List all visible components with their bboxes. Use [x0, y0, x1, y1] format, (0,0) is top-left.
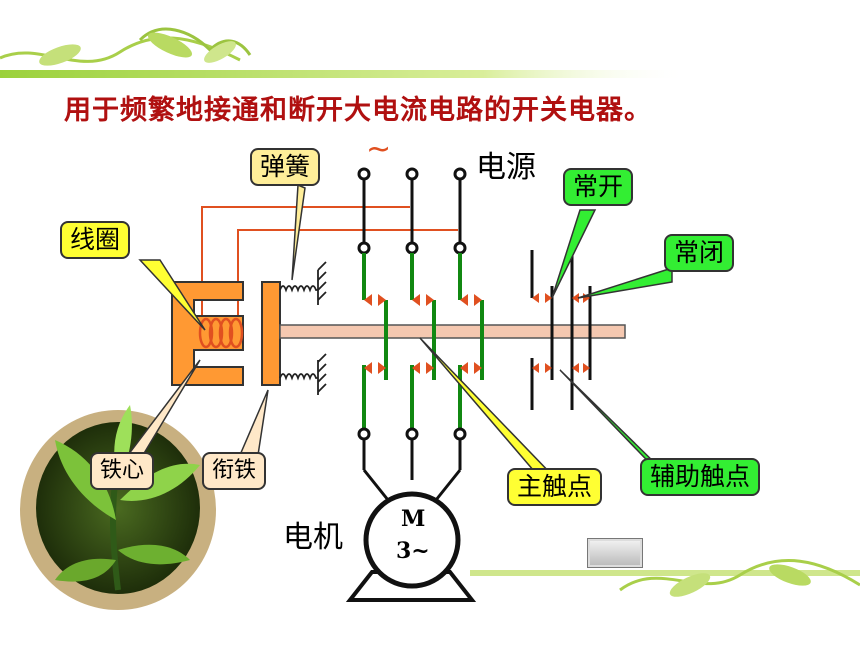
page-title: 用于频繁地接通和断开大电流电路的开关电器。: [64, 95, 652, 126]
coil: [198, 317, 244, 349]
nav-button[interactable]: [587, 538, 643, 568]
actuating-rod: [279, 324, 626, 339]
label-iron-core: 铁心: [90, 452, 155, 490]
label-auxiliary-contact: 辅助触点: [640, 458, 761, 496]
main-contacts: [357, 167, 484, 501]
label-normally-closed: 常闭: [664, 234, 735, 272]
motor: [345, 491, 477, 602]
label-main-contact: 主触点: [507, 468, 603, 506]
top-decoration: [0, 27, 690, 78]
motor-symbol-phase: 3~: [396, 538, 430, 564]
label-ac-symbol: ~: [366, 132, 392, 167]
springs: [279, 261, 327, 395]
label-armature: 衔铁: [202, 452, 267, 490]
label-motor: 电机: [283, 520, 343, 555]
auxiliary-contact-tips: [532, 293, 590, 373]
motor-symbol-m: M: [401, 506, 426, 532]
label-power-source: 电源: [476, 150, 536, 185]
armature: [261, 281, 281, 386]
bottom-decoration: [470, 559, 860, 597]
label-normally-open: 常开: [563, 168, 634, 206]
coil-wires: [201, 206, 458, 330]
label-coil: 线圈: [60, 221, 131, 259]
callout-pointers: [126, 183, 673, 481]
plant-image: [20, 405, 216, 610]
label-spring: 弹簧: [250, 148, 321, 186]
